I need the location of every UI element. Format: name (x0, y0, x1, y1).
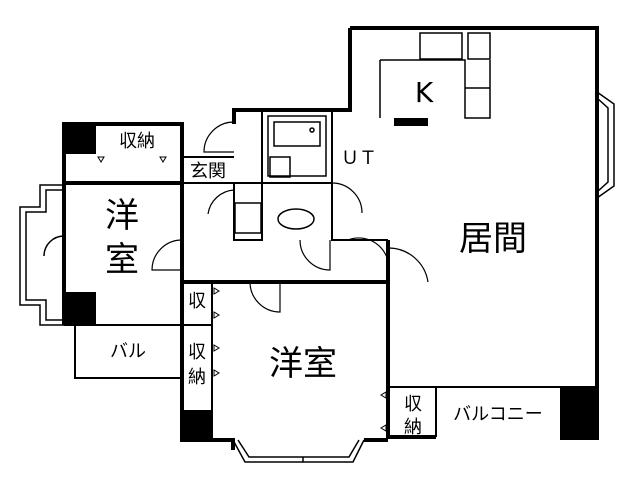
pillars (64, 118, 597, 442)
kitchen-counter (379, 32, 491, 119)
label-balcony-left: バル (110, 341, 146, 362)
room-labels: K 居間 洋 室 洋室 収納 玄関 ＵＴ バル 収 収 納 収 納 バルコニー (105, 76, 543, 438)
label-western-room-left-line1: 洋 (105, 196, 139, 236)
label-kitchen: K (415, 76, 434, 109)
closet-markers (97, 156, 387, 432)
bay-window-right (596, 91, 615, 199)
label-entrance: 玄関 (190, 161, 226, 182)
label-living: 居間 (459, 219, 527, 259)
bathtub (267, 115, 327, 178)
label-storage-vertical-left-line2: 納 (188, 367, 206, 388)
label-storage-top: 収納 (119, 131, 155, 152)
exterior-walls (62, 26, 599, 450)
label-storage-small: 収 (188, 291, 206, 312)
label-balcony-right: バルコニー (453, 404, 543, 425)
bay-window-left (19, 184, 65, 326)
toilet (234, 202, 315, 234)
interior-walls (64, 109, 597, 440)
label-storage-vertical-right-line1: 収 (404, 394, 422, 415)
label-western-room-center: 洋室 (269, 344, 337, 384)
door-swings (151, 121, 429, 313)
label-storage-vertical-right-line2: 納 (404, 417, 422, 438)
label-western-room-left-line2: 室 (105, 240, 139, 280)
bay-window-bottom (232, 439, 365, 463)
label-utility: ＵＴ (341, 148, 377, 169)
label-storage-vertical-left-line1: 収 (188, 342, 206, 363)
